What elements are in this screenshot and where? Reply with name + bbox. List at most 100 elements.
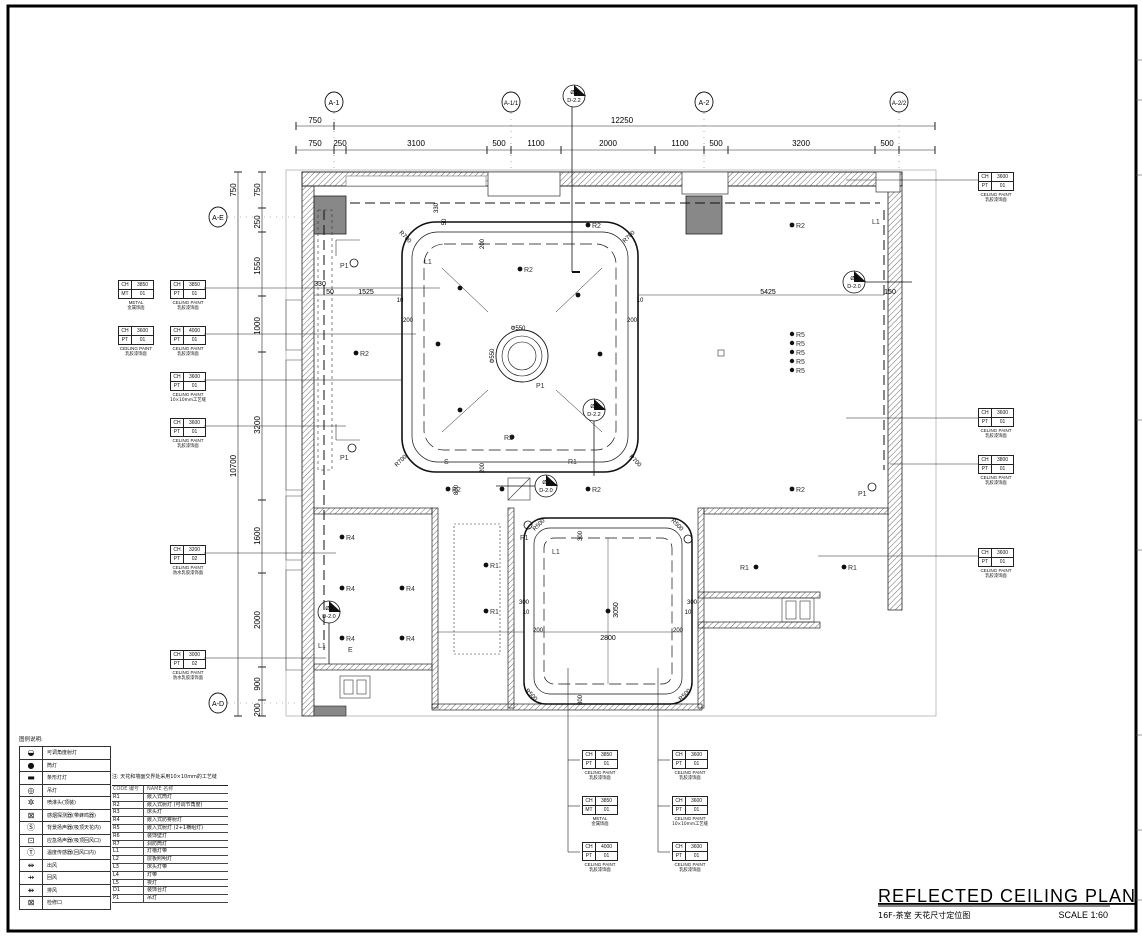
tag-p1-a: P1 bbox=[340, 263, 349, 270]
dim-200c: 200 bbox=[403, 318, 414, 324]
tag-r5-b: R5 bbox=[796, 341, 805, 348]
dim-r500a: R500 bbox=[532, 518, 547, 533]
dim-phi560: Φ550 bbox=[490, 348, 496, 363]
emergency-speaker-icon: ⊡ bbox=[20, 834, 43, 846]
axis-label-a11: A-1/1 bbox=[504, 101, 519, 107]
section-callout-fills bbox=[329, 85, 866, 612]
tag-r2-c: R2 bbox=[524, 267, 533, 274]
grid-axes bbox=[208, 91, 909, 714]
dim-10a: 10 bbox=[523, 610, 530, 616]
dim-r500c: R500 bbox=[524, 688, 539, 703]
tag-r4-b: R4 bbox=[346, 586, 355, 593]
tag-r2-g: R2 bbox=[796, 487, 805, 494]
tag-r1-b: R1 bbox=[490, 609, 499, 616]
lower-coffer bbox=[523, 517, 693, 705]
speaker-icon: Ⓢ bbox=[20, 822, 43, 834]
dim-300c: 300 bbox=[578, 530, 584, 541]
callout-4-label: Ø1 bbox=[542, 480, 549, 486]
tag-l1-b: L1 bbox=[424, 259, 432, 266]
tag-r5-d: R5 bbox=[796, 359, 805, 366]
tag-r5-e: R5 bbox=[796, 368, 805, 375]
dim-200b: 200 bbox=[673, 628, 684, 634]
dim-2800: 2800 bbox=[600, 635, 616, 642]
tag-s: S bbox=[444, 459, 449, 466]
dim-left-10700: 10700 bbox=[229, 454, 238, 477]
grid-axis-leaders bbox=[228, 113, 900, 704]
dim-top2-500c: 500 bbox=[880, 139, 894, 148]
tag-p1-d: P1 bbox=[858, 491, 867, 498]
tag-l1-c: L1 bbox=[552, 549, 560, 556]
dim-800: 800 bbox=[454, 484, 460, 495]
partition-walls bbox=[313, 507, 889, 711]
callout-1-label: Ø1 bbox=[570, 90, 577, 96]
tag-r2-f: R2 bbox=[592, 487, 601, 494]
strip-light-icon: ▬ bbox=[20, 772, 43, 784]
dim-left-750b: 750 bbox=[253, 183, 262, 197]
dim-150: 150 bbox=[884, 289, 896, 296]
exhaust-icon: ⇻ bbox=[20, 884, 43, 896]
dim-330: 330 bbox=[314, 281, 326, 288]
tag-r5-c: R5 bbox=[796, 350, 805, 357]
dim-300b: 300 bbox=[687, 600, 698, 606]
tag-r2-e: R2 bbox=[452, 487, 461, 494]
pendant-icon: ◎ bbox=[20, 784, 43, 796]
dim-left-200: 200 bbox=[253, 703, 262, 717]
axis-label-a22: A-2/2 bbox=[892, 101, 907, 107]
tag-r2-b: R2 bbox=[796, 223, 805, 230]
tag-r1-a: R1 bbox=[490, 563, 499, 570]
tag-p1-c: P1 bbox=[536, 383, 545, 390]
tag-l1-a: L1 bbox=[872, 219, 880, 226]
dim-r700d: R700 bbox=[628, 454, 643, 469]
dim-200e: 200 bbox=[480, 238, 486, 249]
tag-r1-c: R1 bbox=[740, 565, 749, 572]
plan-walls bbox=[285, 169, 937, 717]
axis-label-a2: A-2 bbox=[699, 100, 710, 107]
drawing-subtitle: 16F-茶室 天花尺寸定位图 bbox=[878, 910, 970, 920]
pendant-fixtures bbox=[347, 258, 877, 544]
dim-left-1600: 1600 bbox=[253, 527, 262, 545]
dim-1525: 1525 bbox=[358, 289, 374, 296]
dim-top2-500b: 500 bbox=[709, 139, 723, 148]
tag-p1-b: P1 bbox=[340, 455, 349, 462]
callout-5-label: Ø1 bbox=[325, 606, 332, 612]
dim-5425: 5425 bbox=[760, 289, 776, 296]
smoke-detector-icon: ⊠ bbox=[20, 809, 43, 821]
title-block: REFLECTED CEILING PLAN 16F-茶室 天花尺寸定位图 SC… bbox=[878, 886, 1135, 920]
tag-r1-d: R1 bbox=[848, 565, 857, 572]
legend-row: ◎吊灯 bbox=[19, 784, 111, 797]
tag-l1-d: L1 bbox=[318, 643, 326, 650]
dim-r500b: R500 bbox=[670, 518, 685, 533]
dim-330b: 330 bbox=[434, 202, 440, 213]
dim-left-3200: 3200 bbox=[253, 416, 262, 434]
tag-r4-e: R4 bbox=[406, 636, 415, 643]
legend-row: ⇹出风 bbox=[19, 859, 111, 872]
sprinkler-icon: ✲ bbox=[20, 797, 43, 809]
dim-300d: 300 bbox=[578, 694, 584, 705]
callout-2-label: Ø4 bbox=[850, 276, 857, 282]
tag-r4-a: R4 bbox=[346, 535, 355, 542]
dim-top2-750: 750 bbox=[308, 139, 322, 148]
dim-phi550: Φ550 bbox=[511, 326, 526, 332]
dim-left-250: 250 bbox=[253, 215, 262, 229]
dim-10b: 10 bbox=[685, 610, 692, 616]
tag-s-r: R1 bbox=[568, 459, 577, 466]
dim-top2-250: 250 bbox=[333, 139, 347, 148]
